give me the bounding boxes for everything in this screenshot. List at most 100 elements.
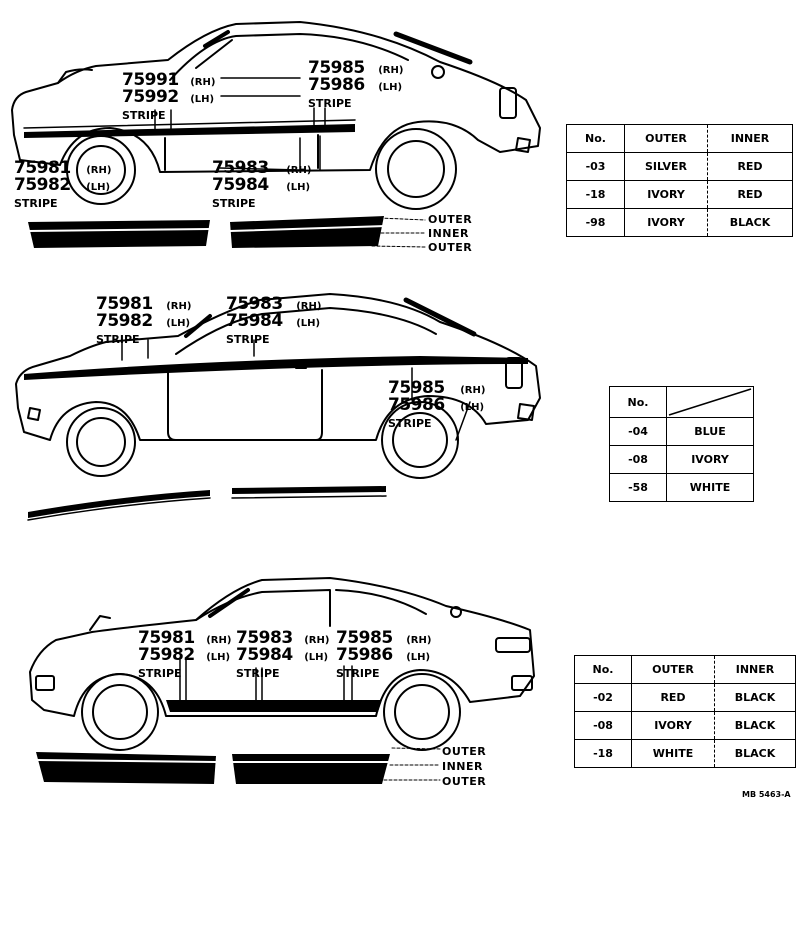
part-number: 75982 [14,175,71,195]
header-outer: OUTER [631,655,715,684]
callout-75985-75986-car3: 75985 (RH) 75986 (LH) STRIPE [336,630,431,680]
table-row: -03 SILVER RED [566,152,793,181]
callout-75983-75984-car3: 75983 (RH) 75984 (LH) STRIPE [236,630,329,680]
side-label: (RH) [406,635,432,646]
side-label: (LH) [460,402,485,413]
cell-no: -03 [566,152,625,181]
table-header-row: No. OUTER INNER [566,124,793,153]
cell-outer: RED [631,683,715,712]
header-no: No. [566,124,625,153]
cell-no: -18 [566,180,625,209]
stripe-layer-legend-1: OUTER INNER OUTER [428,213,472,255]
side-label: (LH) [206,652,231,663]
cell-outer: WHITE [631,739,715,768]
part-number: 75991 [122,70,179,90]
stripe-label: STRIPE [138,667,182,680]
side-label: (RH) [304,635,330,646]
side-label: (LH) [166,318,191,329]
table-row: -18 WHITE BLACK [574,739,796,768]
side-label: (RH) [460,385,486,396]
part-number: 75985 [308,58,365,78]
callout-75985-75986: 75985 (RH) 75986 (LH) STRIPE [308,60,403,110]
cell-no: -08 [574,711,632,740]
stripe-label: STRIPE [226,333,270,346]
part-number: 75986 [336,645,393,665]
part-number: 75983 [212,158,269,178]
table-row: -58 WHITE [609,473,754,502]
side-label: (RH) [378,65,404,76]
callout-75983-75984: 75983 (RH) 75984 (LH) STRIPE [212,160,311,210]
cell-inner: BLACK [714,711,796,740]
cell-no: -04 [609,417,667,446]
side-label: (RH) [206,635,232,646]
car-3-stripe-swatches [35,747,441,784]
part-number: 75982 [96,311,153,331]
table-row: -08 IVORY [609,445,754,474]
part-number: 75984 [226,311,283,331]
legend-outer: OUTER [442,745,487,758]
cell-no: -58 [609,473,667,502]
stripe-label: STRIPE [336,667,380,680]
color-table-3: No. OUTER INNER -02 RED BLACK -08 IVORY … [574,655,796,768]
side-label: (RH) [86,165,112,176]
callout-75981-75982-car3: 75981 (RH) 75982 (LH) STRIPE [138,630,231,680]
legend-outer: OUTER [442,775,487,788]
part-number: 75985 [336,628,393,648]
car-3-drawing [29,577,535,751]
car-1-stripe-swatches [27,216,426,248]
header-no: No. [574,655,632,684]
side-label: (RH) [190,77,216,88]
part-number: 75982 [138,645,195,665]
cell-no: -98 [566,208,625,237]
car-3-stripe [166,700,382,712]
callout-75981-75982-car2: 75981 (RH) 75982 (LH) STRIPE [96,296,191,346]
cell-outer: IVORY [631,711,715,740]
part-number: 75981 [14,158,71,178]
part-number: 75992 [122,87,179,107]
side-label: (RH) [286,165,312,176]
callout-75983-75984-car2: 75983 (RH) 75984 (LH) STRIPE [226,296,321,346]
side-label: (LH) [286,182,311,193]
cell-color: IVORY [666,445,754,474]
callout-75985-75986-car2: 75985 (RH) 75986 (LH) STRIPE [388,380,485,430]
part-number: 75984 [212,175,269,195]
cell-outer: SILVER [624,152,708,181]
stripe-label: STRIPE [96,333,140,346]
stripe-label: STRIPE [122,109,166,122]
side-label: (LH) [86,182,111,193]
header-diagonal [666,386,754,418]
legend-outer: OUTER [428,213,473,226]
side-label: (LH) [378,82,403,93]
cell-inner: RED [707,152,793,181]
cell-color: BLUE [666,417,754,446]
side-label: (RH) [296,301,322,312]
callout-75991-75992: 75991 (RH) 75992 (LH) STRIPE [122,72,215,122]
table-row: -08 IVORY BLACK [574,711,796,740]
stripe-label: STRIPE [236,667,280,680]
part-number: 75986 [388,395,445,415]
part-number: 75981 [138,628,195,648]
cell-no: -18 [574,739,632,768]
cell-inner: RED [707,180,793,209]
table-header-row: No. [609,386,754,418]
cell-no: -02 [574,683,632,712]
legend-outer: OUTER [428,241,473,254]
side-label: (LH) [296,318,321,329]
car-1-stripe [24,124,355,138]
stripe-label: STRIPE [212,197,256,210]
cell-color: WHITE [666,473,754,502]
side-label: (RH) [166,301,192,312]
cell-outer: IVORY [624,208,708,237]
car-1-drawing [11,21,541,210]
cell-inner: BLACK [714,683,796,712]
part-number: 75983 [236,628,293,648]
table-row: -04 BLUE [609,417,754,446]
header-outer: OUTER [624,124,708,153]
stripe-label: STRIPE [14,197,58,210]
callout-75981-75982: 75981 (RH) 75982 (LH) STRIPE [14,160,111,210]
figure-code: MB 5463-A [742,790,791,799]
color-table-2: No. -04 BLUE -08 IVORY -58 WHITE [609,386,754,502]
part-number: 75985 [388,378,445,398]
legend-inner: INNER [428,227,469,240]
